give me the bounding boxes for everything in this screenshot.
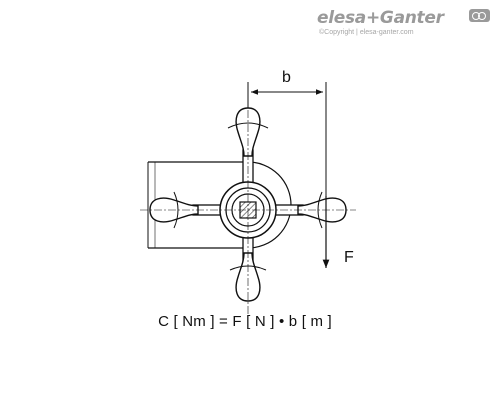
center-lines [140,96,356,316]
dimension-b-label: b [282,69,291,86]
logo-brand-text: elesa+Ganter [317,8,444,28]
elesa-ganter-logo: elesa+Ganter ©Copyright | elesa-ganter.c… [313,6,493,40]
torque-formula: C [ Nm ] = F [ N ] • b [ m ] [158,313,332,330]
interlocking-rings-icon [469,9,490,22]
dimension-b [247,82,327,196]
force-label: F [344,249,354,266]
logo-copyright-text: ©Copyright | elesa-ganter.com [319,29,414,36]
